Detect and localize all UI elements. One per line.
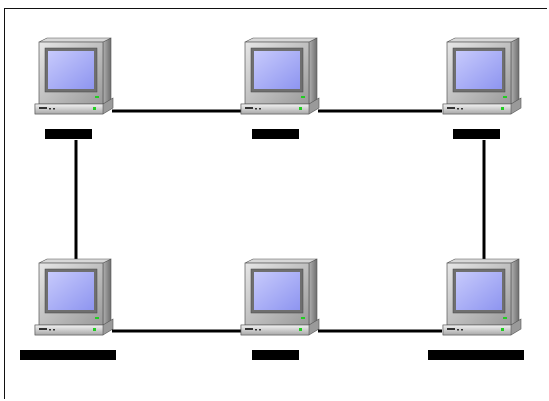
node-bottom-right — [442, 258, 522, 336]
node-label-bottom-middle — [252, 350, 299, 360]
node-top-middle — [240, 37, 320, 115]
node-top-right — [442, 37, 522, 115]
node-label-top-left — [45, 129, 92, 139]
desktop-computer-icon — [240, 258, 320, 336]
node-label-bottom-right — [428, 350, 524, 360]
node-label-bottom-left — [20, 350, 116, 360]
node-bottom-left — [34, 258, 114, 336]
network-links — [74, 109, 486, 333]
desktop-computer-icon — [442, 258, 522, 336]
desktop-computer-icon — [442, 37, 522, 115]
node-top-left — [34, 37, 114, 115]
desktop-computer-icon — [34, 37, 114, 115]
node-bottom-middle — [240, 258, 320, 336]
node-label-top-middle — [252, 129, 299, 139]
desktop-computer-icon — [34, 258, 114, 336]
node-label-top-right — [453, 129, 500, 139]
desktop-computer-icon — [240, 37, 320, 115]
diagram-frame — [4, 8, 547, 399]
